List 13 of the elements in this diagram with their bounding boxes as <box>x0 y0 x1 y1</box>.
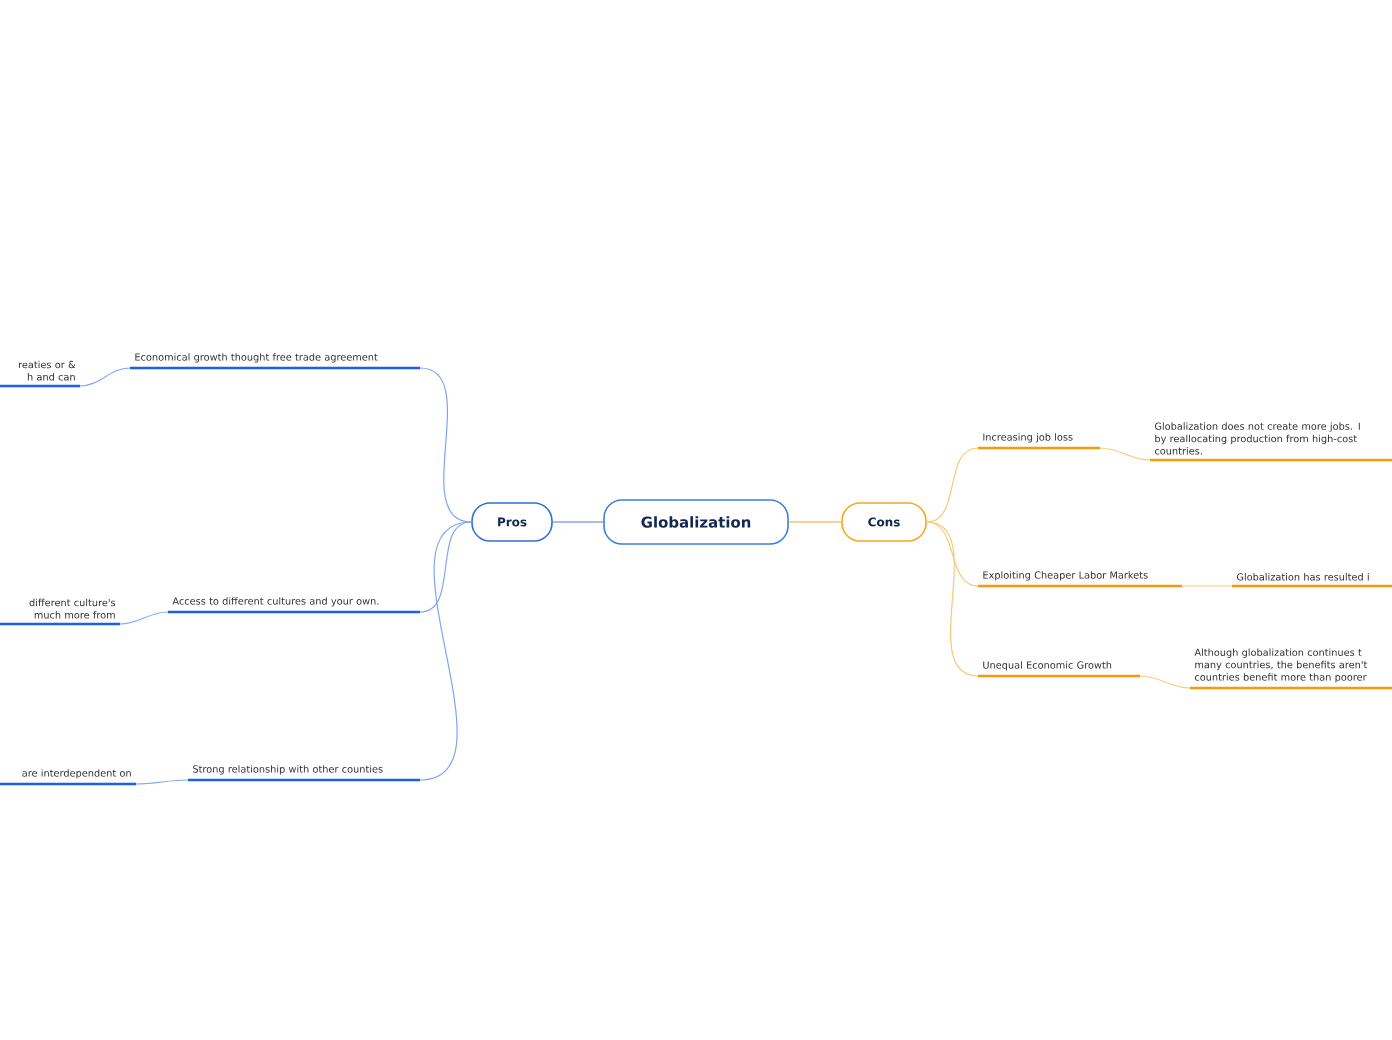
connector-line <box>419 521 472 781</box>
connector-line <box>926 447 979 523</box>
connector-line <box>79 367 131 387</box>
connector-line <box>1181 585 1233 587</box>
connector-line <box>419 367 472 523</box>
connector-line <box>1099 447 1151 461</box>
connector-line <box>119 611 169 625</box>
connector-line <box>1139 675 1191 689</box>
connector-line <box>552 521 604 523</box>
connector-line <box>135 779 189 785</box>
connector-line <box>926 521 979 677</box>
connector-line <box>788 521 842 523</box>
connector-line <box>926 521 979 587</box>
